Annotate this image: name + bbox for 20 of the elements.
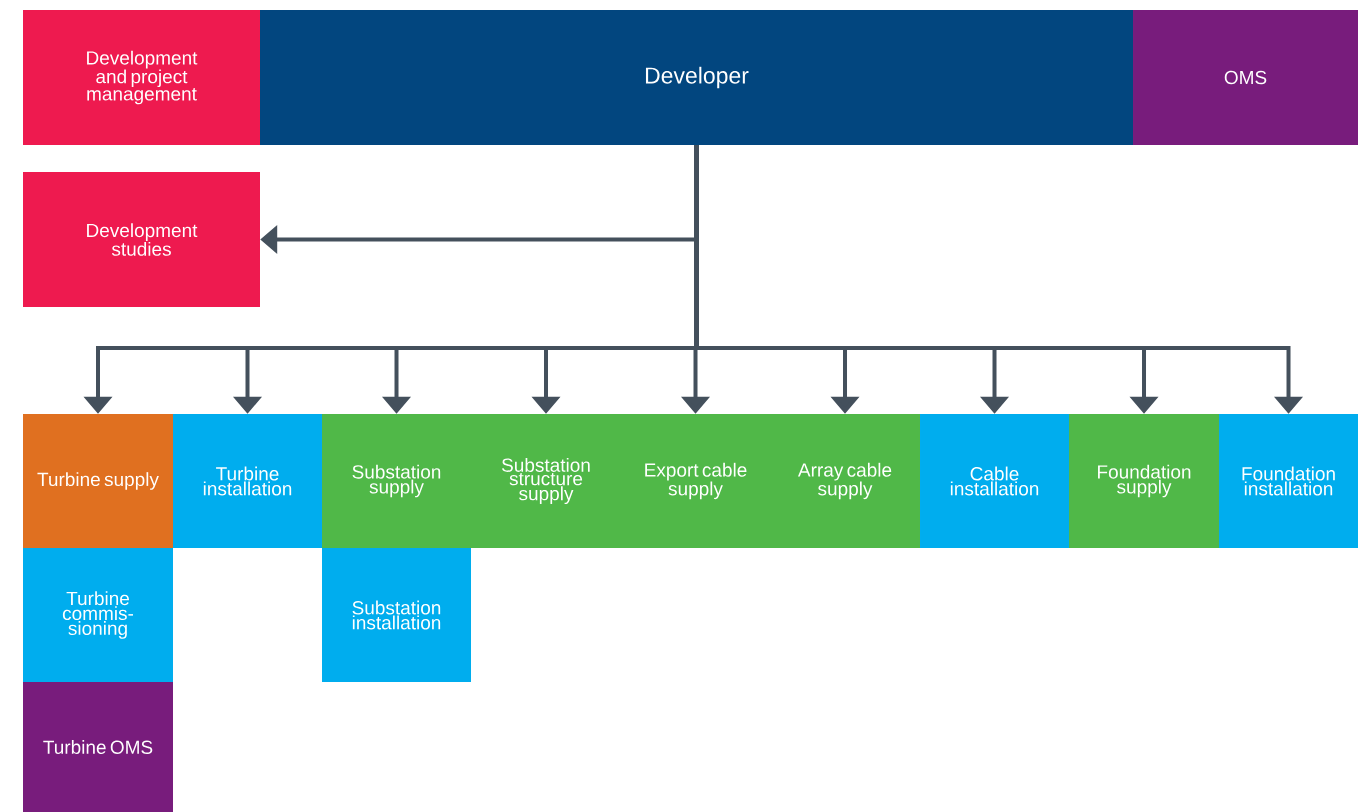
box: Substation supply — [322, 414, 471, 548]
box: OMS — [1133, 10, 1358, 145]
node-label: Array cable supply — [797, 462, 892, 500]
box: Cable installation — [920, 414, 1069, 548]
box: Foundation installation — [1219, 414, 1358, 548]
node-label: Substation structure supply — [501, 457, 590, 505]
box: Turbine OMS — [23, 682, 173, 812]
node-label: Substation supply — [352, 464, 441, 498]
node-label: Export cable supply — [645, 462, 747, 500]
box: Turbine installation — [173, 414, 322, 548]
box: Substation structure supply — [471, 414, 621, 548]
box: Turbine supply — [23, 414, 173, 548]
box: Turbine commis-sioning — [23, 548, 173, 682]
box: Export cable supply — [621, 414, 770, 548]
box: Foundation supply — [1069, 414, 1219, 548]
box: Development and project management — [23, 10, 260, 145]
box: Array cable supply — [770, 414, 920, 548]
box: Developer — [260, 10, 1133, 145]
box: Substation installation — [322, 548, 471, 682]
box: Development studies — [23, 172, 260, 307]
